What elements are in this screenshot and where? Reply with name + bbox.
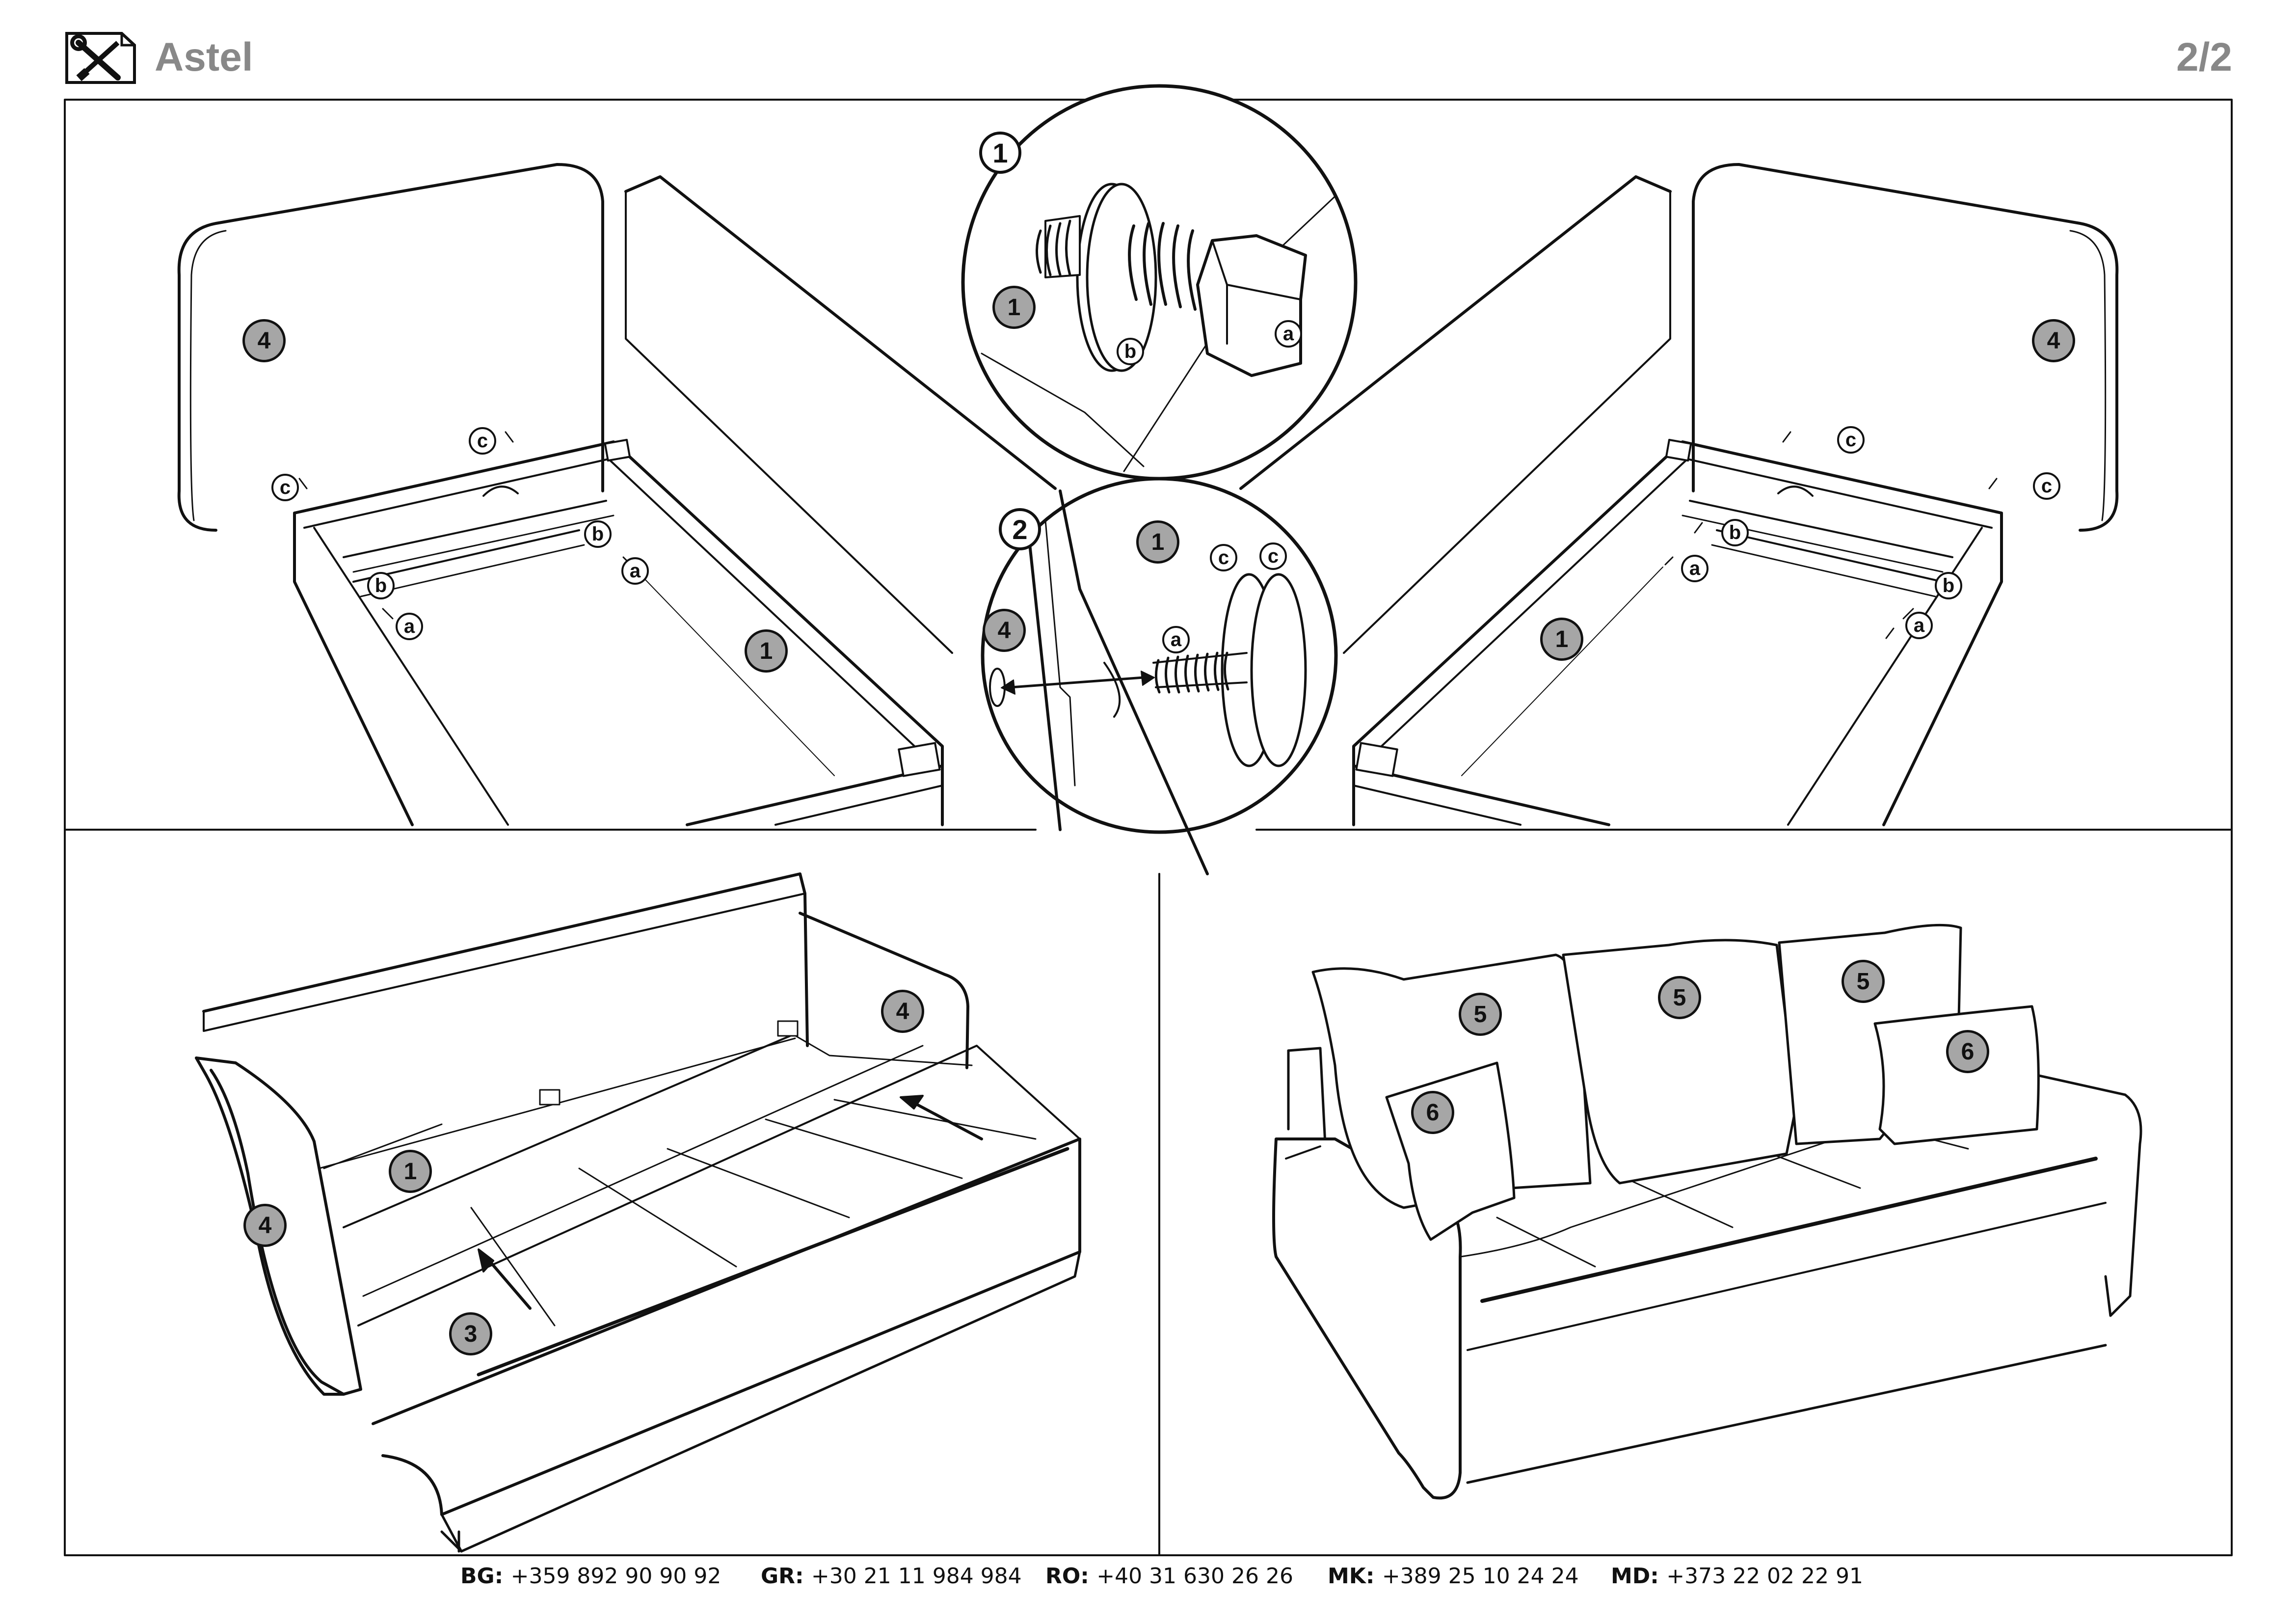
contact-mk: MK: +389 25 10 24 24	[1328, 1564, 1579, 1589]
callout-step-1: 1	[979, 132, 1021, 174]
callout-part-3: 3	[449, 1312, 492, 1355]
callout-fastener-a: a	[1905, 612, 1933, 639]
callout-part-4: 4	[243, 1204, 287, 1247]
contact-ro: RO: +40 31 630 26 26	[1045, 1564, 1293, 1589]
callout-fastener-a: a	[1162, 626, 1190, 653]
callout-fastener-c: c	[1837, 426, 1865, 454]
top-left-drawing	[177, 163, 1057, 826]
callout-part-1: 1	[745, 629, 788, 673]
callout-fastener-b: b	[1935, 572, 1962, 599]
callout-fastener-b: b	[584, 520, 612, 548]
callout-part-1: 1	[389, 1150, 432, 1193]
callout-fastener-a: a	[621, 557, 649, 585]
page-number: 2/2	[2176, 35, 2232, 80]
bottom-left-drawing	[195, 872, 1081, 1553]
callout-fastener-b: b	[1117, 338, 1144, 365]
product-name: Astel	[155, 35, 253, 80]
callout-part-1: 1	[1136, 520, 1179, 564]
contact-gr: GR: +30 21 11 984 984	[761, 1564, 1022, 1589]
callout-part-1: 1	[1540, 618, 1583, 661]
callout-step-2: 2	[999, 508, 1041, 550]
callout-part-5: 5	[1459, 993, 1502, 1036]
callout-part-1: 1	[992, 286, 1036, 329]
callout-fastener-b: b	[1721, 519, 1749, 546]
callout-fastener-c: c	[2033, 472, 2060, 500]
callout-fastener-a: a	[1275, 320, 1302, 348]
callout-fastener-c: c	[271, 474, 299, 501]
callout-part-6: 6	[1946, 1030, 1989, 1073]
contact-bg: BG: +359 892 90 90 92	[460, 1564, 721, 1589]
contact-bar: BG: +359 892 90 90 92 GR: +30 21 11 984 …	[0, 1564, 2296, 1593]
callout-part-4: 4	[242, 319, 286, 362]
callout-fastener-c: c	[469, 427, 496, 455]
detail-circle-bolt	[961, 84, 1358, 481]
top-right-drawing	[1239, 163, 2119, 826]
callout-part-5: 5	[1842, 960, 1885, 1003]
callout-part-4: 4	[2032, 319, 2075, 362]
bottom-right-drawing	[1272, 923, 2142, 1500]
callout-fastener-a: a	[1681, 555, 1709, 582]
callout-part-6: 6	[1411, 1091, 1454, 1134]
callout-part-4: 4	[983, 609, 1026, 652]
callout-part-4: 4	[881, 990, 924, 1033]
callout-fastener-a: a	[396, 613, 423, 640]
callout-part-5: 5	[1658, 976, 1701, 1019]
contact-md: MD: +373 22 02 22 91	[1611, 1564, 1863, 1589]
tools-icon	[65, 32, 136, 84]
callout-fastener-b: b	[367, 572, 395, 599]
callout-fastener-c: c	[1259, 542, 1287, 570]
detail-circle-connector	[981, 477, 1338, 875]
callout-fastener-c: c	[1210, 544, 1237, 571]
